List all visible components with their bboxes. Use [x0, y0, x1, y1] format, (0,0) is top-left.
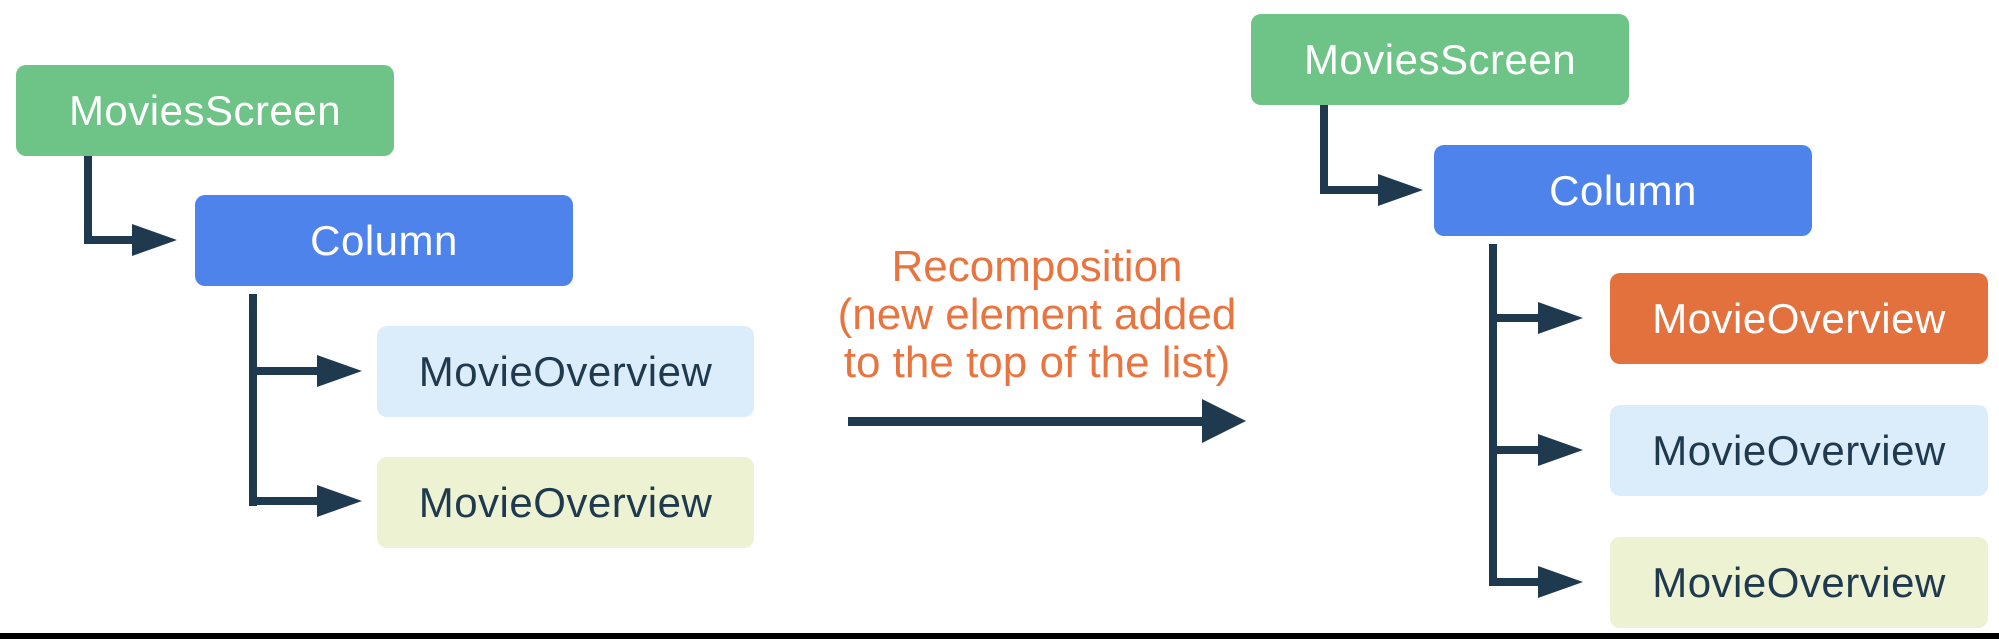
connector-line	[1320, 186, 1380, 194]
bottom-border	[0, 633, 1999, 639]
connector-line	[1489, 446, 1541, 454]
connector-line	[1489, 578, 1541, 586]
node-movieoverview-right-3: MovieOverview	[1610, 537, 1988, 628]
connector-line	[84, 236, 132, 244]
connector-line	[1489, 314, 1541, 322]
recomposition-label-line2: (new element added	[837, 290, 1237, 339]
node-movieoverview-left-2: MovieOverview	[377, 457, 754, 548]
node-column-right: Column	[1434, 145, 1812, 236]
connector-line	[249, 294, 257, 506]
node-movieoverview-left-1: MovieOverview	[377, 326, 754, 417]
connector-line	[249, 367, 319, 375]
recomposition-arrow-line	[848, 417, 1204, 426]
connector-line	[84, 156, 92, 244]
node-movieoverview-right-new: MovieOverview	[1610, 273, 1988, 364]
connector-line	[1320, 105, 1328, 194]
connector-line	[249, 497, 319, 505]
connector-line	[1489, 244, 1497, 586]
node-column-left: Column	[195, 195, 573, 286]
arrowhead-icon	[317, 485, 362, 517]
node-movieoverview-right-2: MovieOverview	[1610, 405, 1988, 496]
node-moviesscreen-right: MoviesScreen	[1251, 14, 1629, 105]
recomposition-label-line3: to the top of the list)	[843, 338, 1231, 387]
arrowhead-icon	[132, 224, 177, 256]
arrowhead-icon	[1538, 434, 1583, 466]
arrowhead-icon	[1538, 302, 1583, 334]
recomposition-arrowhead-icon	[1202, 399, 1246, 443]
node-moviesscreen-left: MoviesScreen	[16, 65, 394, 156]
arrowhead-icon	[317, 355, 362, 387]
recomposition-label-line1: Recomposition	[891, 242, 1183, 291]
arrowhead-icon	[1378, 174, 1423, 206]
recomposition-label: Recomposition (new element added to the …	[837, 243, 1237, 387]
arrowhead-icon	[1538, 566, 1583, 598]
